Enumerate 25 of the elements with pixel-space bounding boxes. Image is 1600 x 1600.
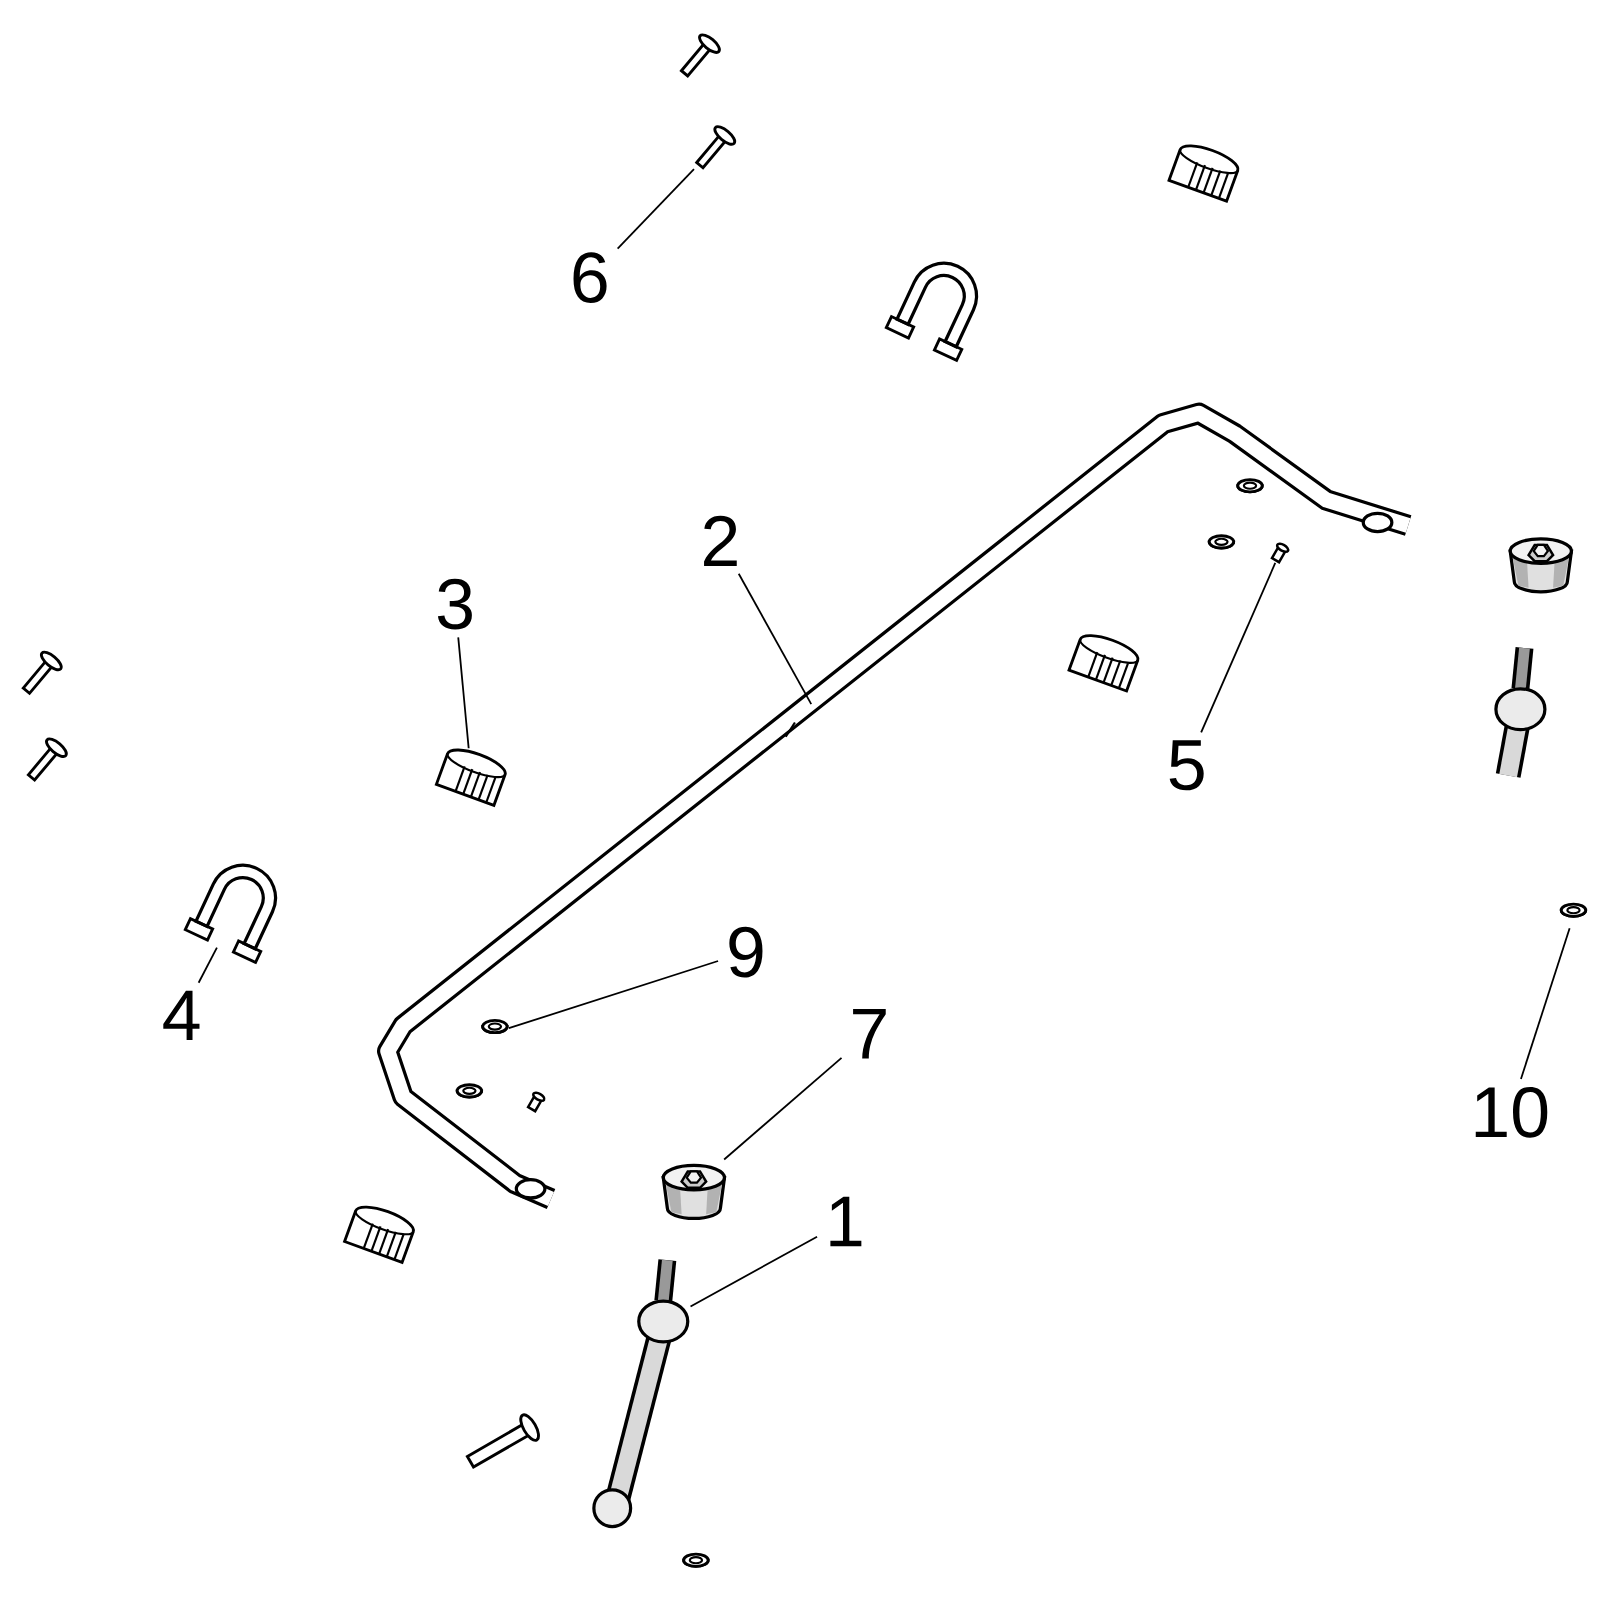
leader-line [689,1235,818,1308]
callout-number: 2 [704,515,737,566]
callout-number: 10 [1475,1086,1548,1138]
washer-drawing [1559,902,1588,918]
leader-line [457,636,470,750]
callout-number: 9 [729,926,763,978]
bushing-drawing [434,748,507,807]
pin-drawing [1270,542,1290,564]
leader-line [616,168,695,250]
nut-drawing [661,1163,727,1220]
leader-line [737,572,813,705]
callout-number: 4 [163,990,200,1040]
stabilizer-link-drawing [592,1259,690,1529]
callout-number: 7 [853,1009,886,1059]
callout-number: 6 [573,252,607,303]
clamp-drawing [183,863,278,965]
leader-line [1520,927,1571,1080]
nut-drawing [481,1019,509,1035]
leader-line [1200,562,1277,734]
leader-line [508,960,719,1030]
callout-number: 1 [830,1196,862,1247]
callout-number: 5 [1169,740,1204,791]
leader-line [197,946,218,984]
callout-number: 3 [437,578,472,630]
leader-line [723,1056,843,1161]
